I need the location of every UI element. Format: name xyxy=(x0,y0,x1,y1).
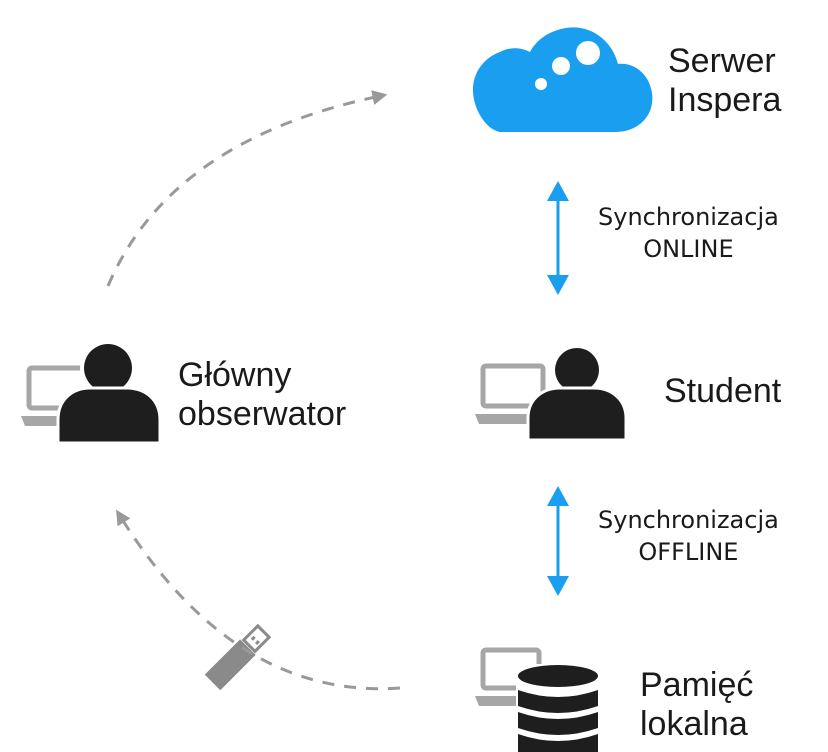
observer-label: Główny obserwator xyxy=(178,356,346,434)
offline-sync-label-line2: OFFLINE xyxy=(638,538,739,567)
usb-drive-icon xyxy=(204,623,272,691)
cloud-icon xyxy=(472,27,653,133)
offline-sync-label: Synchronizacja OFFLINE xyxy=(598,504,779,569)
sync-online-arrow xyxy=(547,181,569,295)
observer-to-server-dashed-arrow xyxy=(106,90,388,287)
online-sync-label: Synchronizacja ONLINE xyxy=(598,201,779,266)
local-storage-label-line1: Pamięć xyxy=(640,666,754,704)
online-sync-label-line2: ONLINE xyxy=(643,235,734,264)
database-icon xyxy=(516,664,600,752)
sync-offline-arrow xyxy=(547,486,569,596)
student-label: Student xyxy=(664,372,781,411)
observer-label-line2: obserwator xyxy=(178,395,347,434)
online-sync-label-line1: Synchronizacja xyxy=(598,203,779,231)
student-label-text: Student xyxy=(664,372,782,410)
local-storage-label-line2: lokalna xyxy=(640,705,748,744)
server-label-line2: Inspera xyxy=(668,81,782,120)
offline-sync-label-line1: Synchronizacja xyxy=(598,506,779,534)
local-to-observer-dashed-arrow xyxy=(116,509,401,691)
observer-person-icon xyxy=(56,340,162,445)
server-label-line1: Serwer xyxy=(668,42,776,80)
server-label: Serwer Inspera xyxy=(668,42,781,120)
observer-label-line1: Główny xyxy=(178,356,292,394)
local-storage-label: Pamięć lokalna xyxy=(640,666,753,744)
student-person-icon xyxy=(526,344,628,442)
